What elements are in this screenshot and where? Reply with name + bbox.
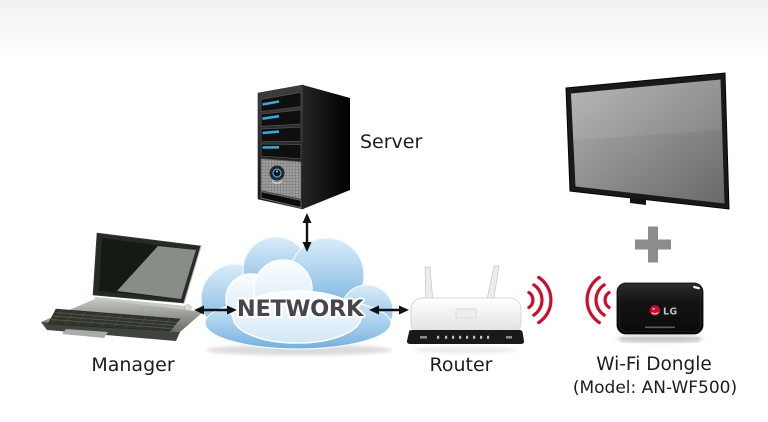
- server-bottom-bay: [260, 191, 302, 209]
- router-label: Router: [429, 354, 493, 376]
- tv-display: [565, 72, 730, 210]
- dongle-fine-print: [645, 326, 675, 329]
- lg-logo-text: LG: [663, 307, 677, 318]
- router-front-panel: [406, 330, 525, 344]
- arrow-manager-network: [194, 305, 237, 315]
- server-mesh-panel: [260, 158, 302, 200]
- manager-label: Manager: [91, 354, 175, 376]
- network-cloud: [200, 236, 394, 356]
- top-gradient-band: [0, 0, 768, 56]
- wifi-dongle-model-label: (Model: AN-WF500): [572, 378, 738, 398]
- wifi-waves-router: [527, 275, 553, 325]
- router-device: [406, 265, 525, 354]
- arrow-network-server: [302, 213, 312, 252]
- arrow-network-router: [369, 305, 409, 315]
- laptop-keyboard: [47, 308, 181, 332]
- server-drive-bays: [260, 91, 302, 160]
- router-status-leds: [420, 335, 512, 339]
- network-cloud-label: NETWORK: [236, 296, 364, 322]
- lg-logo: LG: [649, 305, 677, 318]
- server-tower: [257, 84, 350, 210]
- laptop-touchpad: [62, 329, 108, 338]
- wifi-dongle-label: Wi-Fi Dongle: [596, 354, 712, 375]
- tv-stand-nub: [630, 197, 646, 205]
- laptop-screen-reflection: [117, 246, 196, 299]
- wifi-waves-dongle: [585, 275, 611, 325]
- plus-icon: [635, 226, 671, 263]
- wifi-dongle-device: LG: [616, 282, 704, 343]
- server-label: Server: [360, 131, 423, 153]
- manager-laptop: [41, 232, 203, 341]
- router-emblem: [455, 308, 477, 319]
